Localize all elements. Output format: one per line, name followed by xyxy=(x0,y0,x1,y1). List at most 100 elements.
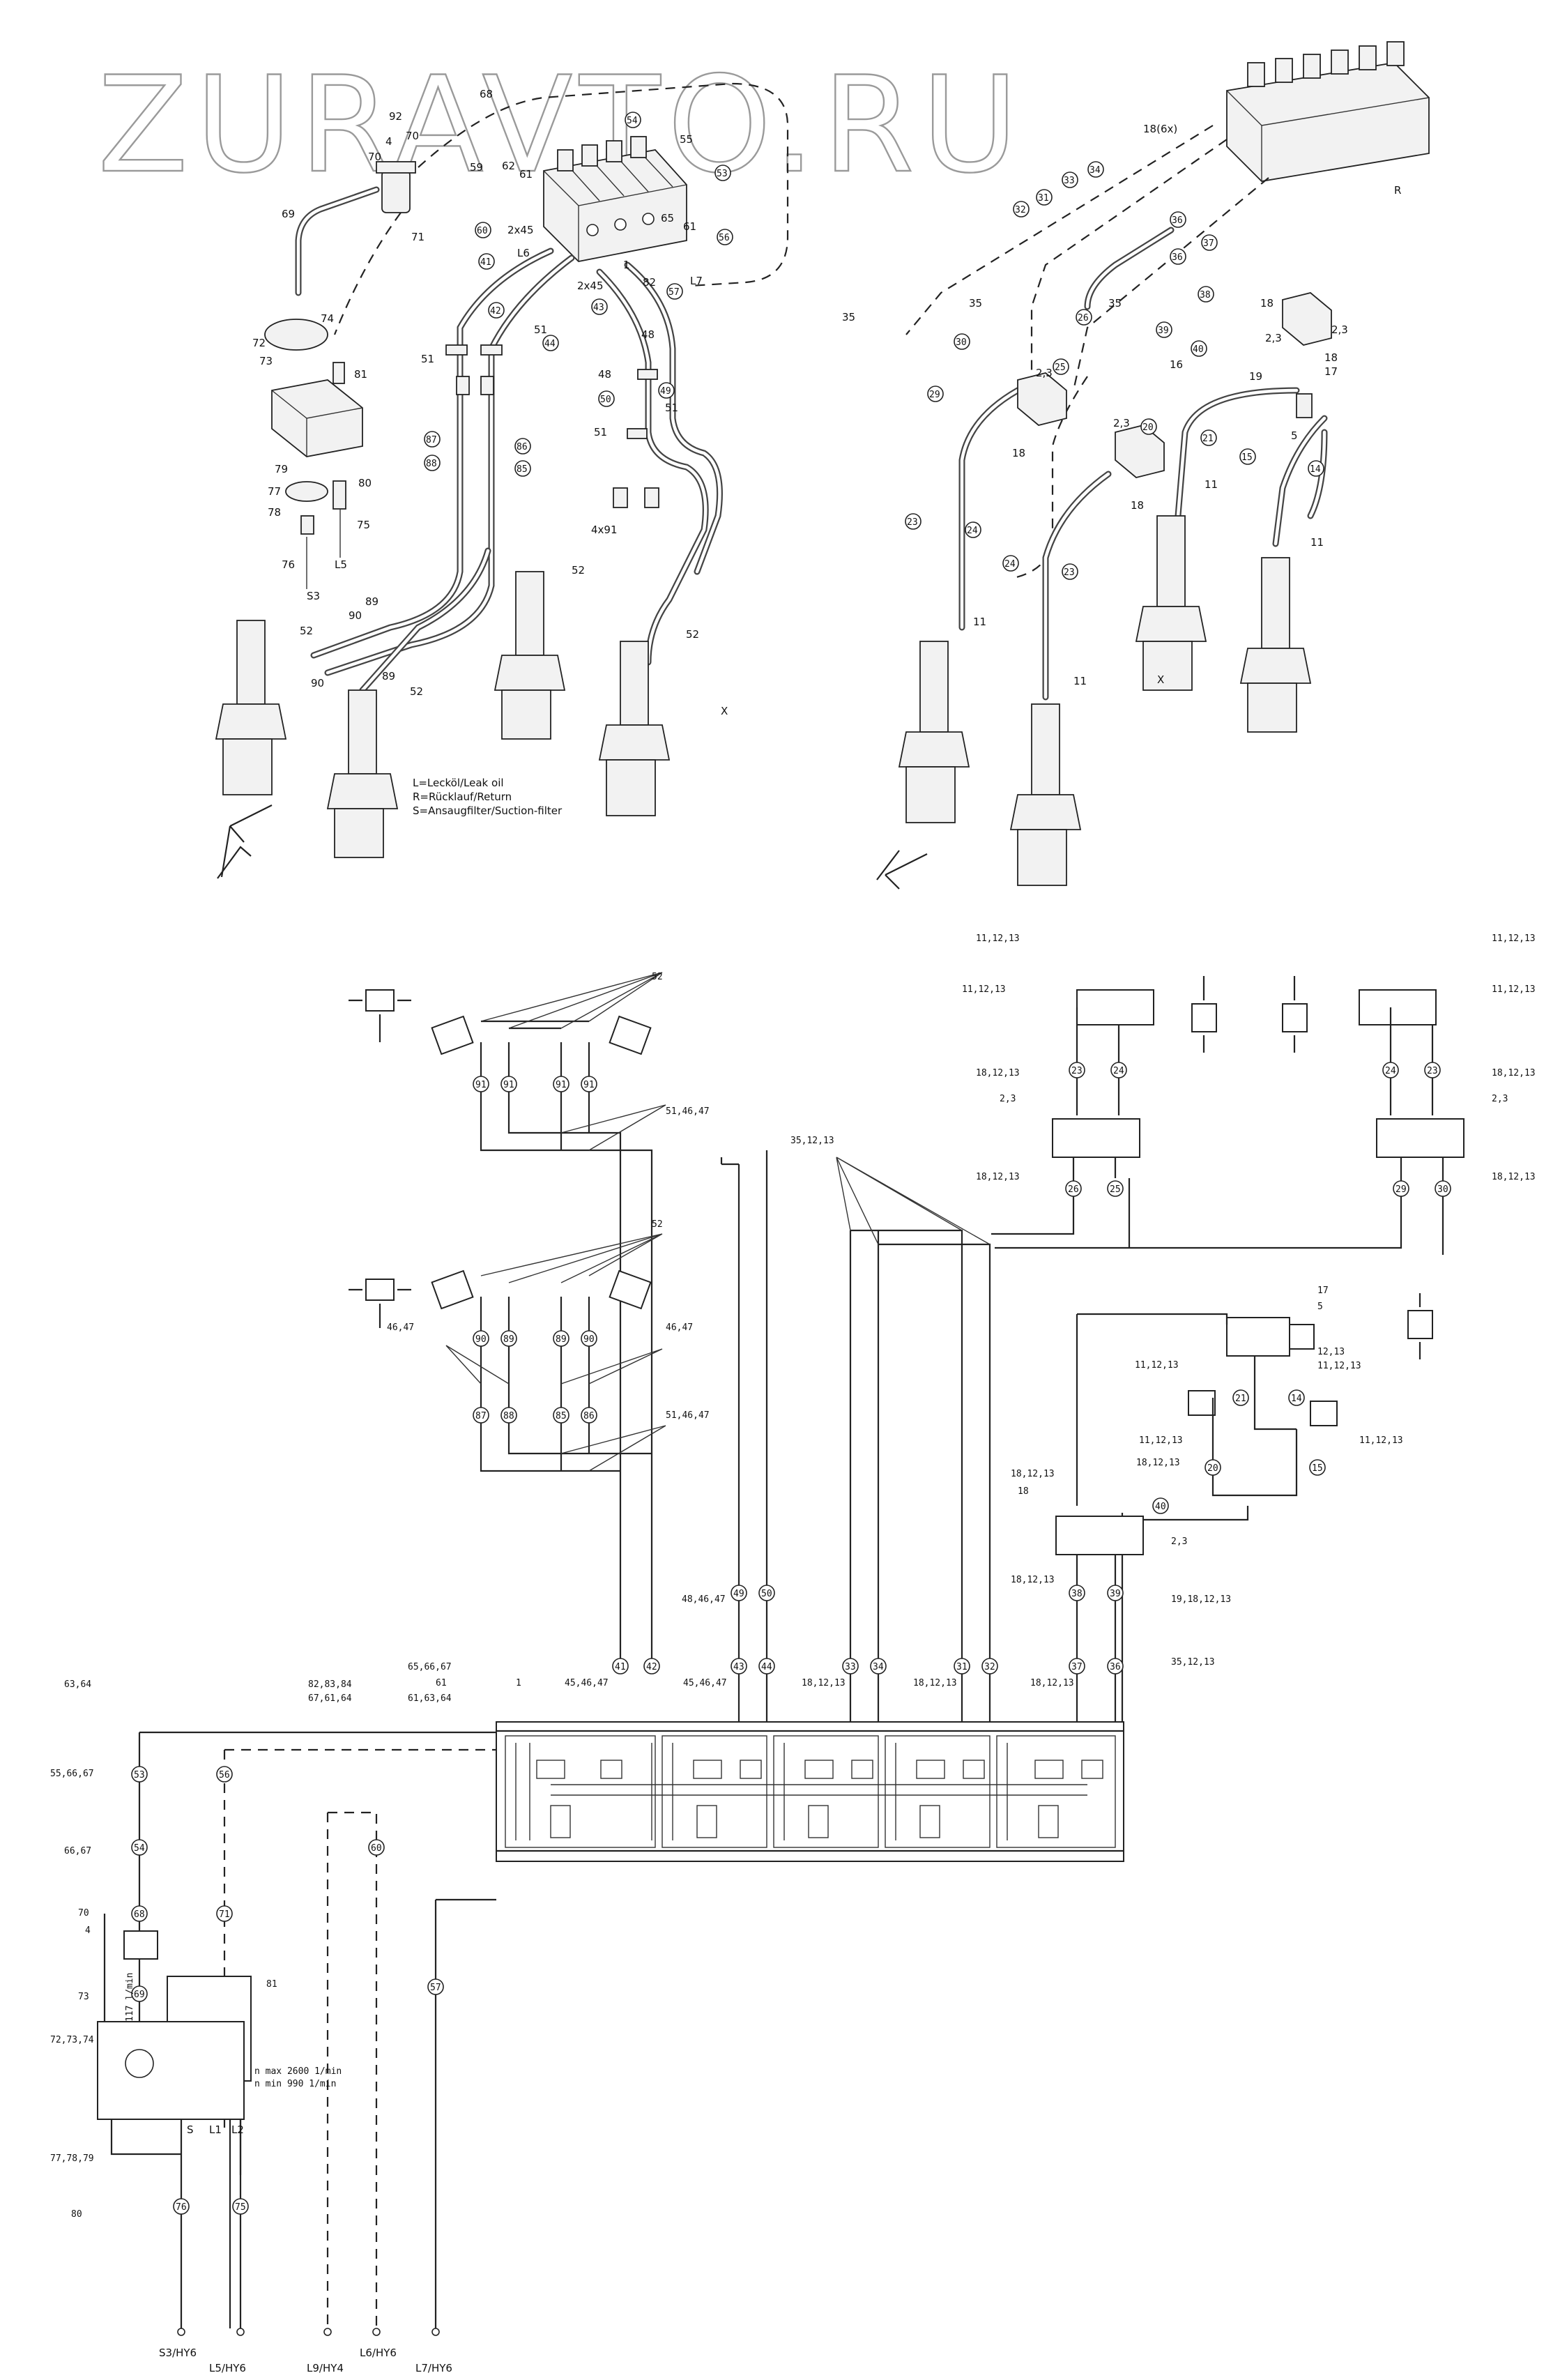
svg-text:70: 70 xyxy=(368,151,381,163)
svg-text:85: 85 xyxy=(556,1411,567,1421)
svg-text:18: 18 xyxy=(1260,297,1274,310)
pump-speed-min: n min 990 1/min xyxy=(254,2079,336,2089)
svg-text:24: 24 xyxy=(1004,559,1016,570)
svg-text:4: 4 xyxy=(85,1925,91,1936)
svg-text:87: 87 xyxy=(475,1411,487,1421)
svg-text:44: 44 xyxy=(544,339,556,349)
outlet-l6: L6/HY6 xyxy=(360,2347,397,2359)
svg-text:51: 51 xyxy=(534,323,547,336)
svg-text:57: 57 xyxy=(430,1983,441,1993)
svg-text:34: 34 xyxy=(1089,165,1101,176)
svg-text:61,63,64: 61,63,64 xyxy=(408,1693,452,1704)
svg-text:18,12,13: 18,12,13 xyxy=(1011,1469,1055,1479)
svg-text:33: 33 xyxy=(1064,176,1075,186)
svg-text:X: X xyxy=(721,705,728,717)
svg-text:51: 51 xyxy=(665,402,678,414)
svg-text:39: 39 xyxy=(1110,1589,1121,1599)
cylinder-left-4 xyxy=(598,641,671,816)
svg-text:18: 18 xyxy=(1324,351,1338,364)
svg-text:88: 88 xyxy=(503,1411,514,1421)
svg-text:76: 76 xyxy=(282,558,295,571)
svg-text:R: R xyxy=(1394,184,1401,197)
svg-text:17: 17 xyxy=(1324,365,1338,378)
svg-text:60: 60 xyxy=(371,1843,382,1854)
svg-text:S3: S3 xyxy=(307,590,320,602)
svg-text:52: 52 xyxy=(300,625,313,637)
svg-text:45,46,47: 45,46,47 xyxy=(683,1678,727,1688)
svg-text:90: 90 xyxy=(583,1334,595,1345)
svg-text:18,12,13: 18,12,13 xyxy=(1030,1678,1074,1688)
svg-text:18,12,13: 18,12,13 xyxy=(1492,1172,1536,1182)
svg-text:70: 70 xyxy=(406,130,419,142)
svg-text:39: 39 xyxy=(1158,326,1169,336)
svg-text:35,12,13: 35,12,13 xyxy=(1171,1657,1215,1668)
control-valve-block xyxy=(543,136,687,262)
svg-text:43: 43 xyxy=(733,1662,744,1672)
cylinder-right-4 xyxy=(1239,557,1312,733)
svg-text:90: 90 xyxy=(311,677,324,689)
top-right-circled-callouts: 34 33 31 32 36 37 36 38 39 40 30 29 25 2… xyxy=(905,161,1324,580)
svg-text:52: 52 xyxy=(652,972,663,982)
svg-text:55: 55 xyxy=(680,133,693,146)
svg-text:41: 41 xyxy=(615,1662,626,1672)
svg-text:69: 69 xyxy=(134,1990,145,2000)
svg-text:68: 68 xyxy=(480,88,493,100)
svg-text:52: 52 xyxy=(572,564,585,577)
svg-text:16: 16 xyxy=(1170,358,1183,371)
svg-text:24: 24 xyxy=(1113,1066,1124,1076)
svg-text:11,12,13: 11,12,13 xyxy=(1492,984,1536,995)
view-arrow-right xyxy=(885,853,928,890)
svg-text:85: 85 xyxy=(517,464,528,475)
pump-port-s: S xyxy=(187,2123,194,2136)
svg-text:40: 40 xyxy=(1155,1502,1166,1512)
svg-text:44: 44 xyxy=(761,1662,772,1672)
svg-text:11: 11 xyxy=(1073,675,1087,687)
schematic-callouts: 11,12,13 11,12,13 11,12,13 11,12,13 18,1… xyxy=(50,933,1536,2220)
svg-text:23: 23 xyxy=(1064,567,1075,578)
pump-port-l1: L1 xyxy=(209,2123,222,2136)
svg-text:61: 61 xyxy=(436,1678,447,1688)
main-valve-bank xyxy=(496,1721,1124,1862)
svg-text:11,12,13: 11,12,13 xyxy=(962,984,1006,995)
svg-text:19: 19 xyxy=(1249,370,1262,383)
svg-text:89: 89 xyxy=(382,670,395,682)
svg-text:48,46,47: 48,46,47 xyxy=(682,1594,726,1605)
svg-text:2,3: 2,3 xyxy=(1113,417,1130,429)
svg-text:18,12,13: 18,12,13 xyxy=(1492,1068,1536,1078)
schematic-lines xyxy=(97,972,1465,2336)
svg-text:52: 52 xyxy=(410,685,423,698)
outlet-l5: L5/HY6 xyxy=(209,2362,246,2374)
svg-text:53: 53 xyxy=(134,1770,145,1780)
svg-text:42: 42 xyxy=(490,306,501,316)
svg-text:71: 71 xyxy=(219,1909,230,1920)
pump-speed-max: n max 2600 1/min xyxy=(254,2066,342,2077)
svg-text:X: X xyxy=(1157,673,1164,686)
svg-text:89: 89 xyxy=(503,1334,514,1345)
svg-text:75: 75 xyxy=(235,2202,246,2213)
svg-text:81: 81 xyxy=(266,1979,277,1990)
svg-text:72: 72 xyxy=(252,337,266,349)
svg-text:19,18,12,13: 19,18,12,13 xyxy=(1171,1594,1231,1605)
svg-text:2,3: 2,3 xyxy=(1000,1094,1016,1104)
svg-text:61: 61 xyxy=(683,220,696,233)
svg-text:2,3: 2,3 xyxy=(1171,1536,1187,1547)
svg-text:75: 75 xyxy=(357,519,370,531)
legend: L=Lecköl/Leak oil R=Rücklauf/Return S=An… xyxy=(413,777,563,817)
svg-text:52: 52 xyxy=(686,628,699,641)
svg-text:65: 65 xyxy=(661,212,674,224)
svg-text:29: 29 xyxy=(1395,1184,1407,1195)
svg-text:81: 81 xyxy=(354,368,367,381)
svg-text:91: 91 xyxy=(475,1080,487,1090)
svg-text:11,12,13: 11,12,13 xyxy=(1359,1435,1403,1446)
svg-text:11: 11 xyxy=(1205,478,1218,491)
svg-text:41: 41 xyxy=(480,257,491,268)
svg-text:25: 25 xyxy=(1110,1184,1121,1195)
schematic-circle-numbers: 91 91 91 91 90 89 89 90 87 88 85 86 49 5… xyxy=(131,1062,1451,2215)
svg-text:38: 38 xyxy=(1071,1589,1083,1599)
svg-text:4x91: 4x91 xyxy=(591,524,618,536)
svg-text:30: 30 xyxy=(1437,1184,1448,1195)
svg-text:82: 82 xyxy=(643,276,656,289)
svg-text:51: 51 xyxy=(421,353,434,365)
svg-text:57: 57 xyxy=(668,287,680,298)
svg-text:24: 24 xyxy=(967,526,978,536)
